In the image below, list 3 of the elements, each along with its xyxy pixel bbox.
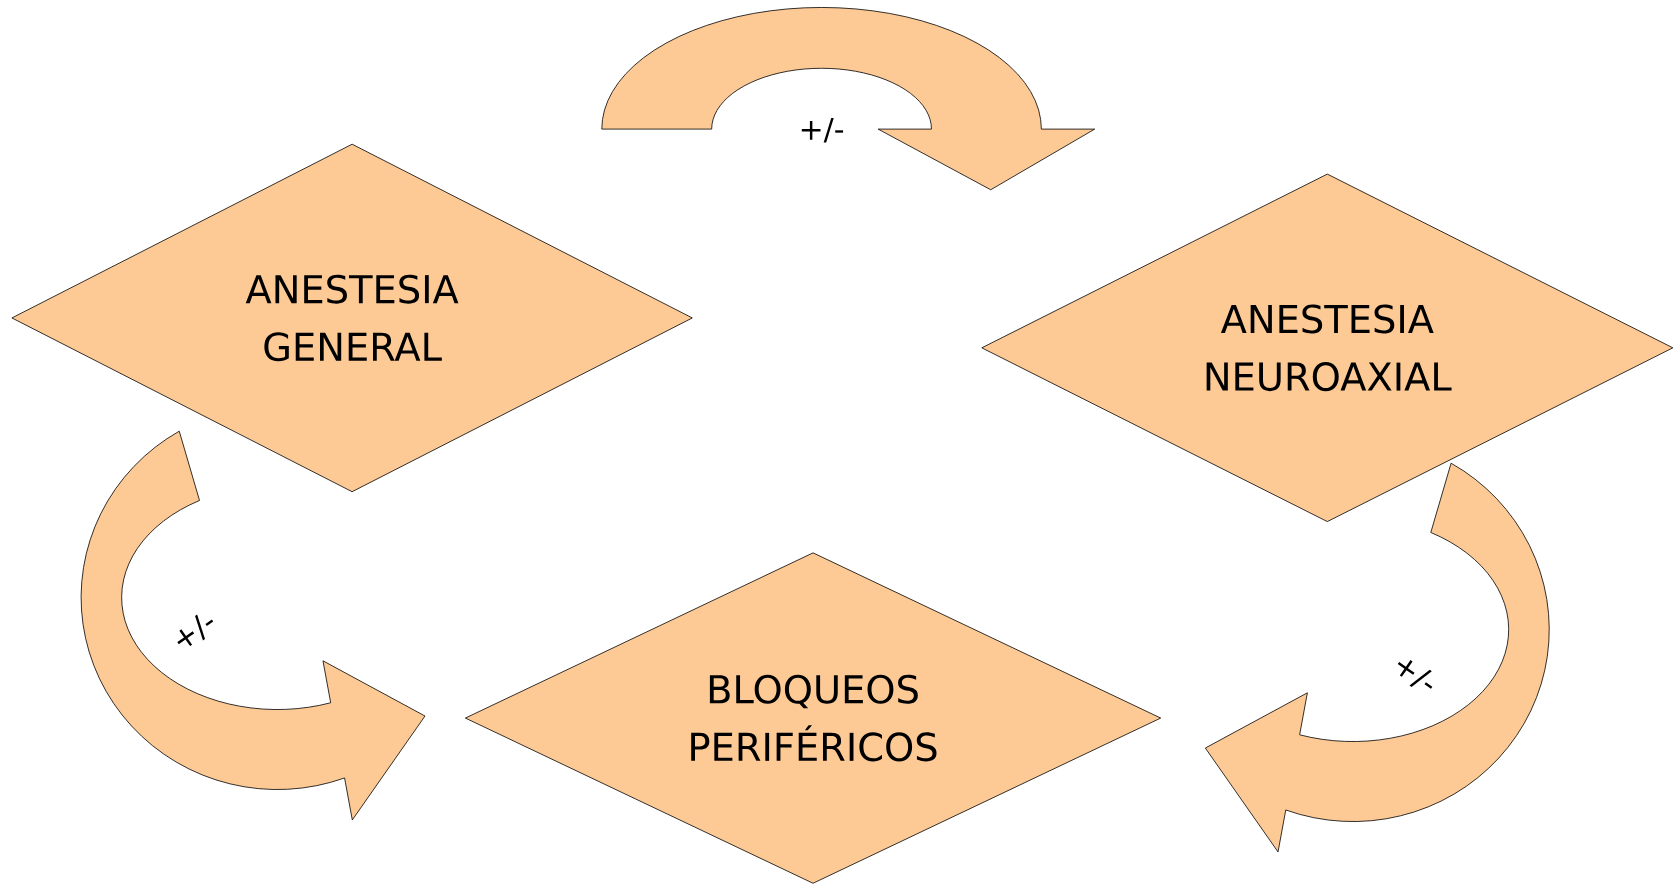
edge-label: +/- [166, 607, 222, 657]
edge-label: +/- [797, 117, 846, 144]
edge-label: +/- [1387, 649, 1443, 700]
